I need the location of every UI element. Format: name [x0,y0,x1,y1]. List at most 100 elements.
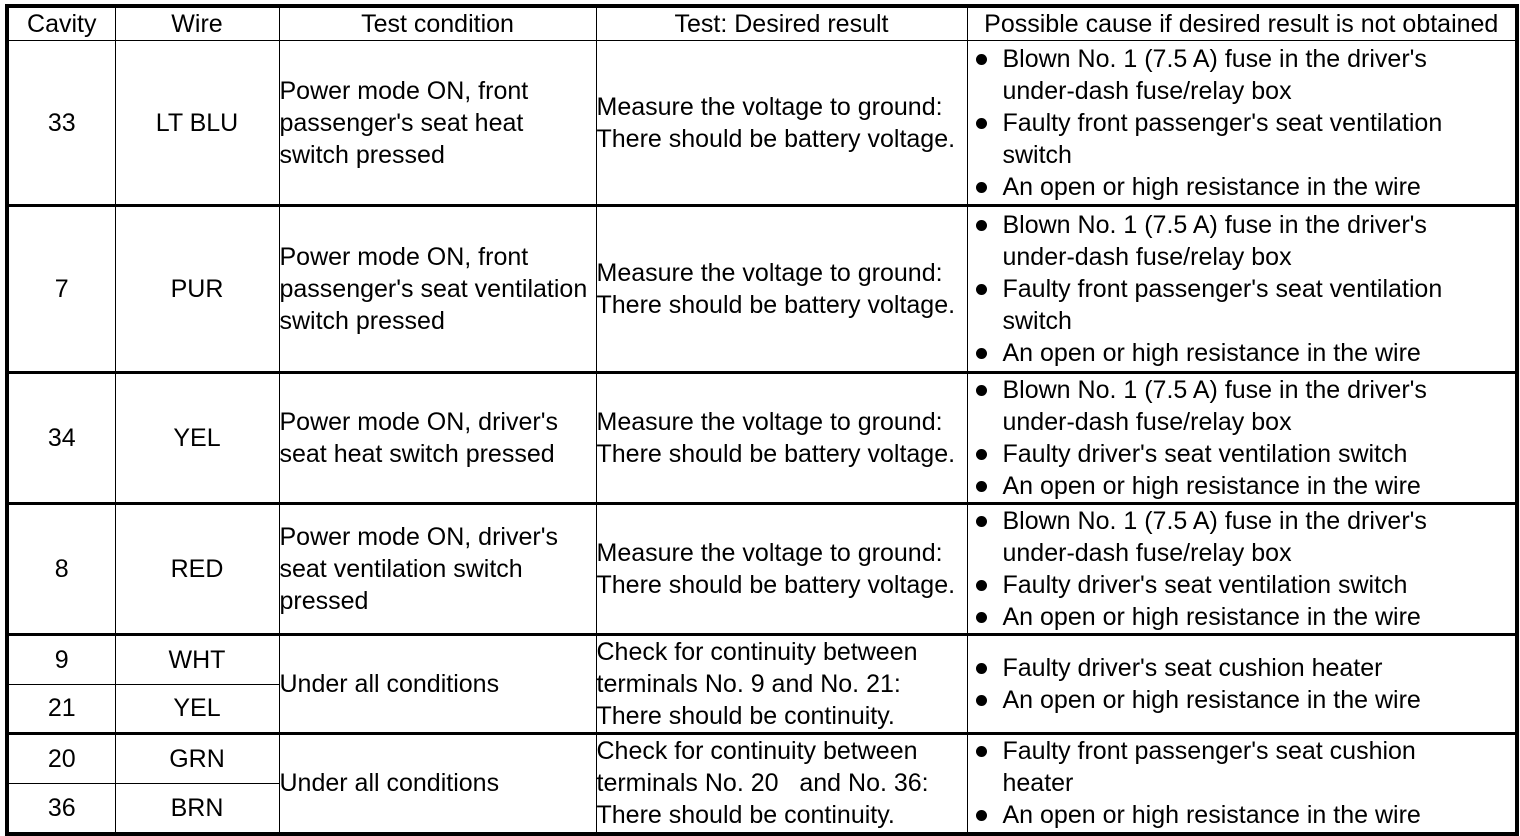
cause-line: under-dash fuse/relay box [1002,539,1292,567]
result-line: There should be continuity. [596,801,895,830]
cell-cavity: 20 [6,732,116,784]
condition-line: seat heat switch pressed [279,440,555,468]
cell-cavity: 7 [6,204,116,373]
cell-wire: YEL [114,371,280,504]
result-line: terminals No. 9 and No. 21: [596,670,901,698]
cause-item: Blown No. 1 (7.5 A) fuse in the driver's… [968,43,1516,107]
cause-item: Faulty driver's seat ventilation switch [968,569,1516,601]
cause-item: An open or high resistance in the wire [968,799,1516,831]
result-line: There should be battery voltage. [596,124,956,153]
cause-line: under-dash fuse/relay box [1002,243,1292,271]
bullet-dot-icon [975,53,987,65]
result-line: Measure the voltage to ground: [596,539,943,567]
column-header-desired-result: Test: Desired result [595,5,968,41]
cell-possible-cause: Blown No. 1 (7.5 A) fuse in the driver's… [966,40,1518,206]
condition-line: Power mode ON, driver's [279,408,558,436]
bullet-dot-icon [975,580,987,591]
cell-possible-cause: Faulty driver's seat cushion heater An o… [966,633,1518,734]
table-row: 8 RED Power mode ON, driver's seat venti… [6,502,1518,635]
cause-line: Faulty driver's seat cushion heater [1002,654,1383,682]
cause-line: Faulty front passenger's seat ventilatio… [1002,108,1443,137]
cause-item: Faulty front passenger's seat ventilatio… [968,273,1516,337]
cause-item: Faulty front passenger's seat cushion he… [968,735,1516,799]
column-header-possible-cause: Possible cause if desired result is not … [966,5,1518,41]
cell-possible-cause: Faulty front passenger's seat cushion he… [966,732,1518,834]
column-header-test-condition: Test condition [278,5,597,41]
bullet-dot-icon [975,481,987,492]
table-row: 21 YEL [6,683,1517,734]
bullet-dot-icon [975,810,987,822]
bullet-dot-icon [975,663,987,674]
cell-test-condition: Power mode ON, front passenger's seat ve… [278,204,597,373]
bullet-dot-icon [975,284,987,295]
cause-item: Faulty driver's seat cushion heater [968,652,1516,684]
cell-test-condition: Under all conditions [278,633,597,734]
cell-test-condition: Under all conditions [278,732,597,834]
cell-wire: RED [114,502,280,635]
cell-possible-cause: Blown No. 1 (7.5 A) fuse in the driver's… [966,502,1518,635]
cause-line: An open or high resistance in the wire [1002,172,1421,201]
cause-list: Faulty driver's seat cushion heater An o… [968,652,1516,716]
condition-line: Power mode ON, front [279,76,529,105]
cause-item: An open or high resistance in the wire [968,470,1516,502]
condition-line: passenger's seat ventilation [279,275,588,303]
cause-item: An open or high resistance in the wire [968,684,1516,716]
result-line: There should be battery voltage. [596,571,956,599]
cell-cavity: 36 [6,783,116,834]
cell-wire: BRN [114,783,280,834]
result-line: Measure the voltage to ground: [596,92,943,121]
result-line: Check for continuity between [596,737,918,766]
condition-line: seat ventilation switch [279,555,523,583]
cause-line: Faulty driver's seat ventilation switch [1002,571,1408,599]
cell-desired-result: Check for continuity between terminals N… [595,732,968,834]
cell-wire: PUR [114,204,280,373]
table-row: 34 YEL Power mode ON, driver's seat heat… [6,371,1518,504]
cell-wire: LT BLU [114,40,280,206]
cause-line: An open or high resistance in the wire [1002,801,1421,830]
condition-line: Power mode ON, front [279,243,529,271]
column-header-cavity: Cavity [6,5,116,41]
cell-desired-result: Measure the voltage to ground: There sho… [595,502,968,635]
condition-line: pressed [279,587,369,615]
cause-list: Blown No. 1 (7.5 A) fuse in the driver's… [968,374,1516,502]
cell-test-condition: Power mode ON, front passenger's seat he… [278,40,597,206]
cause-line: under-dash fuse/relay box [1002,76,1292,105]
cause-list: Blown No. 1 (7.5 A) fuse in the driver's… [968,43,1516,203]
cause-line: switch [1002,140,1072,169]
bullet-dot-icon [975,612,987,623]
bullet-dot-icon [975,117,987,129]
column-header-wire: Wire [114,5,280,41]
cell-cavity: 21 [6,683,116,734]
cause-line: Faulty front passenger's seat cushion [1002,737,1416,766]
bullet-dot-icon [975,385,987,396]
table-header-row: Cavity Wire Test condition Test: Desired… [6,5,1518,41]
result-line: Measure the voltage to ground: [596,259,943,287]
cause-item: Blown No. 1 (7.5 A) fuse in the driver's… [968,209,1516,273]
cell-desired-result: Measure the voltage to ground: There sho… [595,40,968,206]
cell-cavity: 34 [6,371,116,504]
cause-item: Faulty front passenger's seat ventilatio… [968,107,1516,171]
cause-line: An open or high resistance in the wire [1002,339,1421,367]
cause-line: switch [1002,307,1072,335]
cause-list: Faulty front passenger's seat cushion he… [968,735,1516,831]
cause-item: An open or high resistance in the wire [968,171,1516,203]
cause-line: heater [1002,769,1074,798]
cause-list: Blown No. 1 (7.5 A) fuse in the driver's… [968,209,1516,369]
cell-desired-result: Measure the voltage to ground: There sho… [595,204,968,373]
cause-line: Blown No. 1 (7.5 A) fuse in the driver's [1002,376,1427,404]
cause-line: An open or high resistance in the wire [1002,603,1421,631]
cell-wire: YEL [114,683,280,734]
cause-line: Faulty driver's seat ventilation switch [1002,440,1408,468]
cause-item: Blown No. 1 (7.5 A) fuse in the driver's… [968,505,1516,569]
cause-line: An open or high resistance in the wire [1002,472,1421,500]
table-row: 33 LT BLU Power mode ON, front passenger… [6,40,1518,206]
cause-line: Faulty front passenger's seat ventilatio… [1002,275,1443,303]
bullet-dot-icon [975,348,987,359]
result-line: terminals No. 20 and No. 36: [596,769,929,798]
cause-line: An open or high resistance in the wire [1002,686,1421,714]
table-row: 36 BRN [6,783,1517,834]
table-row: 7 PUR Power mode ON, front passenger's s… [6,204,1518,373]
result-line: Measure the voltage to ground: [596,408,943,436]
bullet-dot-icon [975,449,987,460]
